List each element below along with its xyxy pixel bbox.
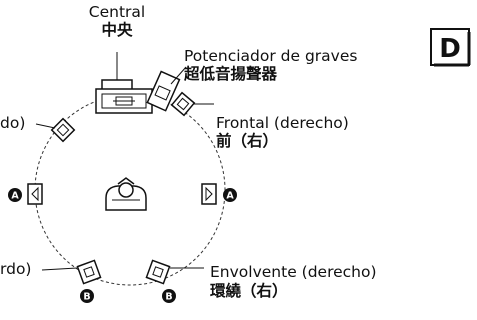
svg-text:A: A bbox=[226, 191, 234, 202]
subwoofer-speaker-icon bbox=[146, 70, 181, 112]
center-speaker-icon bbox=[95, 52, 153, 114]
svg-text:A: A bbox=[11, 191, 19, 202]
front-right-label-zh: 前（右） bbox=[216, 131, 278, 150]
surround-right-label-es: Envolvente (derecho) bbox=[210, 263, 377, 281]
rear-left-badge: B bbox=[80, 289, 94, 303]
front-left-speaker-icon bbox=[50, 117, 76, 143]
side-right-speaker-icon bbox=[201, 183, 217, 205]
side-right-badge: A bbox=[223, 188, 237, 202]
side-left-speaker-icon bbox=[27, 183, 43, 205]
rear-left-speaker-icon bbox=[76, 259, 102, 285]
front-right-speaker-icon bbox=[170, 91, 196, 117]
side-left-badge: A bbox=[8, 188, 22, 202]
listener-icon bbox=[105, 177, 147, 211]
front-left-label-fragment: do) bbox=[0, 114, 25, 132]
subwoofer-label-zh: 超低音揚聲器 bbox=[183, 64, 278, 83]
rear-right-badge: B bbox=[162, 289, 176, 303]
surround-left-label-fragment: rdo) bbox=[0, 260, 31, 278]
center-label-zh: 中央 bbox=[101, 20, 133, 39]
svg-text:B: B bbox=[83, 292, 90, 303]
front-right-label-es: Frontal (derecho) bbox=[216, 114, 349, 132]
surround-right-label-zh: 環繞（右） bbox=[210, 281, 288, 300]
subwoofer-label-es: Potenciador de graves bbox=[184, 47, 357, 65]
svg-text:B: B bbox=[165, 292, 172, 303]
rear-right-speaker-icon bbox=[145, 259, 171, 285]
section-letter: D bbox=[439, 34, 461, 64]
section-letter-box: D bbox=[430, 28, 471, 67]
center-label-es: Central bbox=[89, 3, 145, 21]
